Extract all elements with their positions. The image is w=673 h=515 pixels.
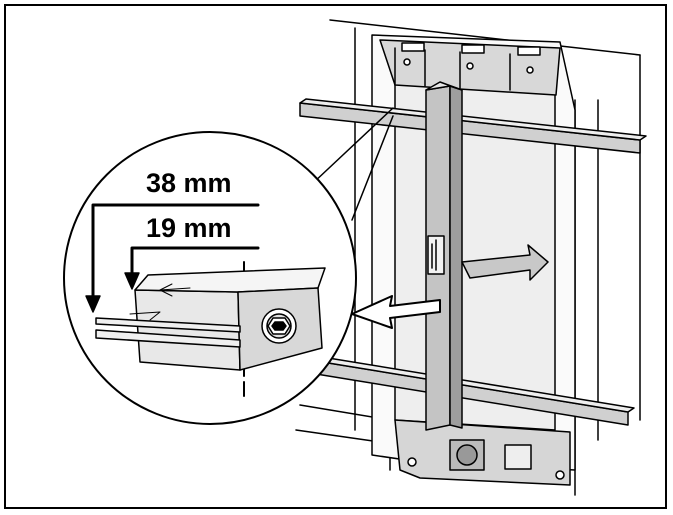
arrow-left-icon: [351, 295, 441, 329]
hex-screw-icon: [261, 308, 297, 344]
arrow-right-icon: [461, 244, 549, 281]
callout-connector: [311, 107, 394, 221]
dimension-markers: [85, 203, 260, 401]
appliance-body: [371, 34, 576, 486]
dimension-label-38mm: 38 mm: [146, 168, 232, 198]
alignment-gauge-column: [425, 81, 463, 431]
dimension-label-19mm: 19 mm: [146, 213, 232, 243]
